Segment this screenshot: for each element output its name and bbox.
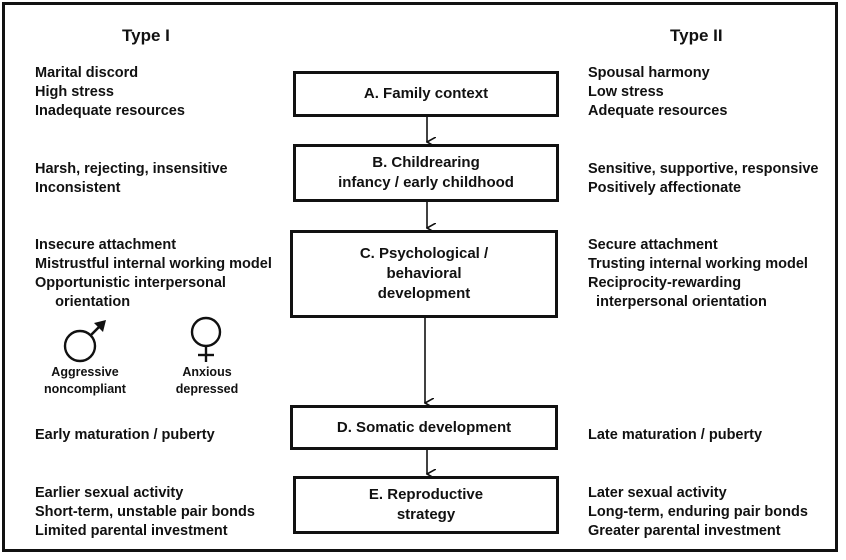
- right-e-line: Greater parental investment: [588, 523, 781, 539]
- heading-type-1: Type I: [122, 26, 170, 45]
- box-reproductive-strategy: E. Reproductive strategy: [293, 476, 559, 534]
- right-b-line: Positively affectionate: [588, 180, 742, 196]
- left-group-a: Marital discord High stress Inadequate r…: [35, 64, 185, 121]
- left-c-line: Mistrustful internal working model: [35, 256, 272, 272]
- left-e-line: Earlier sexual activity: [35, 485, 184, 501]
- box-psychological-development: C. Psychological / behavioral developmen…: [290, 230, 558, 318]
- box-e-line: strategy: [396, 506, 456, 523]
- heading-type-2: Type II: [670, 26, 723, 45]
- left-group-e: Earlier sexual activity Short-term, unst…: [35, 484, 255, 541]
- right-group-b: Sensitive, supportive, responsive Positi…: [588, 160, 818, 198]
- box-c-line: C. Psychological /: [359, 245, 489, 262]
- right-c-line: Trusting internal working model: [588, 256, 808, 272]
- left-c-line: orientation: [35, 294, 131, 310]
- left-b-line: Harsh, rejecting, insensitive: [35, 161, 228, 177]
- female-label-line: depressed: [175, 382, 239, 396]
- left-c-line: Insecure attachment: [35, 237, 177, 253]
- left-group-c: Insecure attachment Mistrustful internal…: [35, 236, 272, 312]
- female-symbol-icon: [190, 316, 222, 362]
- right-a-line: Spousal harmony: [588, 65, 710, 81]
- right-b-line: Sensitive, supportive, responsive: [588, 161, 819, 177]
- box-e-line: E. Reproductive: [368, 486, 484, 503]
- right-e-line: Later sexual activity: [588, 485, 727, 501]
- female-label-line: Anxious: [182, 365, 232, 379]
- right-c-line: Secure attachment: [588, 237, 718, 253]
- left-b-line: Inconsistent: [35, 180, 121, 196]
- left-group-d: Early maturation / puberty: [35, 426, 215, 445]
- box-b-line: B. Childrearing: [372, 154, 480, 171]
- box-c-line: development: [377, 285, 471, 302]
- left-a-line: High stress: [35, 84, 114, 100]
- box-d-line: D. Somatic development: [336, 418, 512, 436]
- right-group-e: Later sexual activity Long-term, endurin…: [588, 484, 808, 541]
- box-somatic-development: D. Somatic development: [290, 405, 558, 450]
- left-e-line: Short-term, unstable pair bonds: [35, 504, 255, 520]
- right-a-line: Adequate resources: [588, 103, 728, 119]
- left-group-b: Harsh, rejecting, insensitive Inconsiste…: [35, 160, 228, 198]
- box-b-line: infancy / early childhood: [338, 174, 514, 191]
- right-d-line: Late maturation / puberty: [588, 427, 763, 443]
- right-group-a: Spousal harmony Low stress Adequate reso…: [588, 64, 727, 121]
- diagram-frame: [2, 2, 838, 552]
- right-a-line: Low stress: [588, 84, 664, 100]
- left-a-line: Marital discord: [35, 65, 139, 81]
- right-group-d: Late maturation / puberty: [588, 426, 762, 445]
- left-e-line: Limited parental investment: [35, 523, 228, 539]
- left-d-line: Early maturation / puberty: [35, 427, 215, 443]
- male-symbol-icon: [63, 320, 106, 363]
- left-c-line: Opportunistic interpersonal: [35, 275, 226, 291]
- female-symbol-label: Anxious depressed: [165, 364, 249, 398]
- right-c-line: interpersonal orientation: [588, 294, 767, 310]
- right-group-c: Secure attachment Trusting internal work…: [588, 236, 808, 312]
- left-a-line: Inadequate resources: [35, 103, 185, 119]
- right-c-line: Reciprocity-rewarding: [588, 275, 742, 291]
- box-c-line: behavioral: [386, 265, 462, 282]
- box-a-line: A. Family context: [363, 85, 489, 102]
- male-symbol-label: Aggressive noncompliant: [35, 364, 135, 398]
- male-label-line: noncompliant: [44, 382, 126, 396]
- box-family-context: A. Family context: [293, 71, 559, 117]
- male-label-line: Aggressive: [51, 365, 119, 379]
- right-e-line: Long-term, enduring pair bonds: [588, 504, 808, 520]
